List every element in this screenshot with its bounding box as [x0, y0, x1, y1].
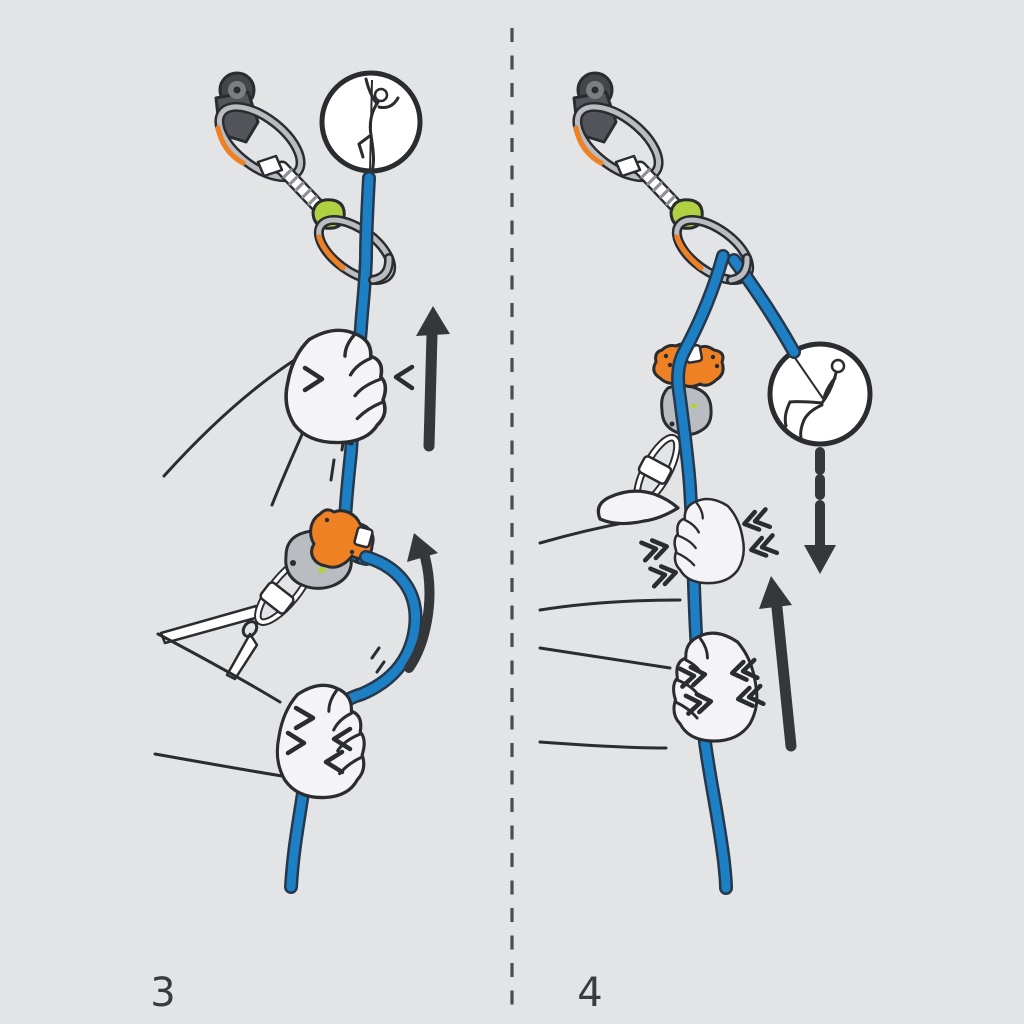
- lower-hand-right: [671, 631, 759, 743]
- up-arrow-right: [759, 576, 797, 752]
- upper-hand-thumb-right: [596, 489, 680, 526]
- upper-hand-left: [284, 328, 388, 445]
- climber-inset-circle-left: [319, 70, 423, 174]
- lower-arm-right: [538, 646, 672, 750]
- panel-step-3: [153, 70, 450, 894]
- dashed-down-arrow-right: [804, 447, 836, 574]
- lower-hand-left: [275, 683, 366, 800]
- lower-arm-left: [153, 632, 284, 778]
- upper-hand-right: [673, 497, 746, 585]
- step-4-label: 4: [577, 970, 602, 1016]
- climbing-rope-left: [338, 171, 376, 527]
- up-arrow-left: [416, 306, 450, 452]
- step-3-label: 3: [150, 970, 175, 1016]
- brake-rope-left: [284, 550, 423, 894]
- grip-marks-upper-right: [639, 507, 780, 589]
- curved-pull-arrow-left: [404, 533, 438, 673]
- harness-straps-left: [159, 604, 261, 681]
- grip-marks-lower-right: [677, 657, 766, 716]
- grip-marks-upper-left: [302, 364, 415, 393]
- grip-marks-lower-left: [285, 705, 353, 775]
- climber-climbing-up-icon: [357, 77, 400, 174]
- climber-inset-circle-right: [767, 341, 873, 447]
- climber-sitting-hanging-icon: [783, 354, 846, 440]
- panel-step-4: [538, 73, 873, 895]
